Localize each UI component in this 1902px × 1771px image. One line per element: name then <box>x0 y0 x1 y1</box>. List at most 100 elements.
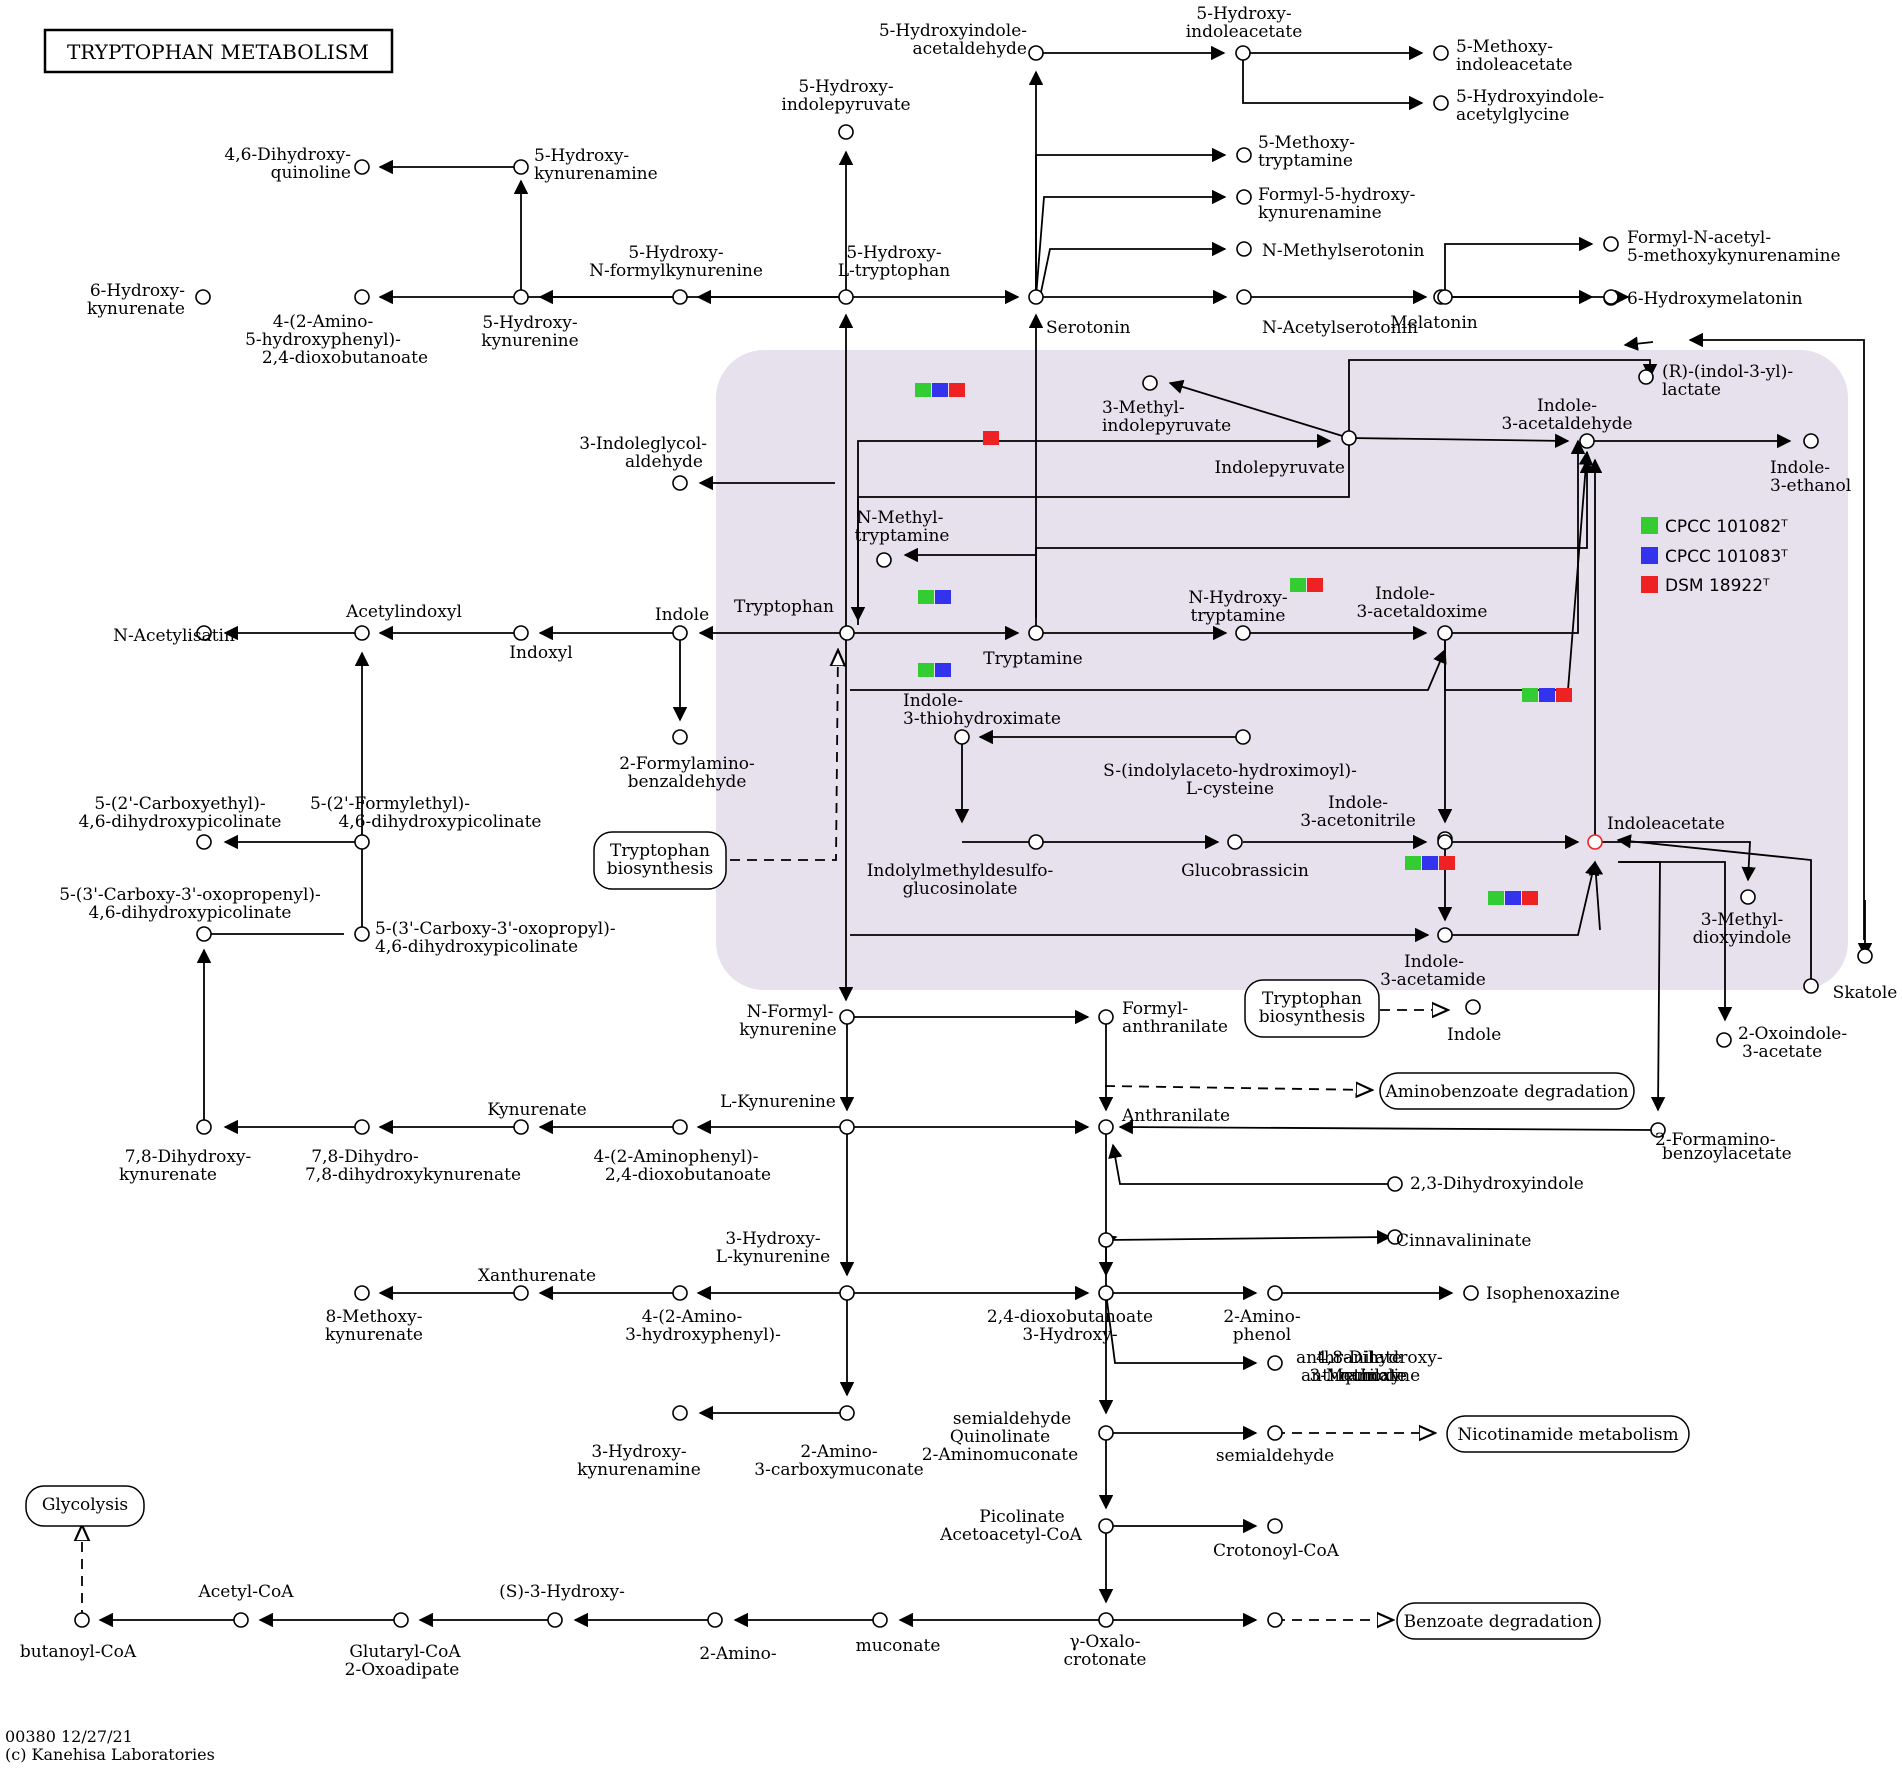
compound-node[interactable] <box>1028 834 1044 850</box>
compound-node[interactable] <box>196 926 212 942</box>
compound-node[interactable] <box>233 1612 249 1628</box>
compound-node[interactable] <box>513 289 529 305</box>
compound-node[interactable] <box>872 1612 888 1628</box>
compound-node[interactable] <box>354 834 370 850</box>
compound-node[interactable] <box>1098 1612 1114 1628</box>
compound-node[interactable] <box>547 1612 563 1628</box>
compound-node[interactable] <box>1638 369 1654 385</box>
compound-node[interactable] <box>839 1009 855 1025</box>
compound-node[interactable] <box>354 1119 370 1135</box>
compound-node[interactable] <box>1437 834 1453 850</box>
compound-node[interactable] <box>1803 978 1819 994</box>
reaction-arrow <box>1242 53 1424 111</box>
compound-node[interactable] <box>1028 45 1044 61</box>
pathway-map-link-box[interactable] <box>1379 1072 1635 1110</box>
compound-node[interactable] <box>839 1405 855 1421</box>
compound-node[interactable] <box>74 1612 90 1628</box>
compound-node[interactable] <box>1603 236 1619 252</box>
compound-node[interactable] <box>354 1285 370 1301</box>
compound-node[interactable] <box>196 834 212 850</box>
compound-node[interactable] <box>354 926 370 942</box>
pathway-map-link-box[interactable] <box>1244 979 1380 1038</box>
compound-node[interactable] <box>1587 834 1603 850</box>
pathway-map-link[interactable]: Glycolysis <box>25 1485 145 1527</box>
compound-node[interactable] <box>839 1119 855 1135</box>
compound-node[interactable] <box>1433 95 1449 111</box>
compound-node[interactable] <box>513 159 529 175</box>
compound-node[interactable] <box>1716 1032 1732 1048</box>
compound-node[interactable] <box>672 475 688 491</box>
compound-node[interactable] <box>954 729 970 745</box>
pathway-map-link-box[interactable] <box>1396 1602 1601 1640</box>
compound-node[interactable] <box>672 1405 688 1421</box>
compound-node[interactable] <box>672 1119 688 1135</box>
compound-node[interactable] <box>838 289 854 305</box>
compound-node[interactable] <box>1803 433 1819 449</box>
compound-node[interactable] <box>1603 289 1619 305</box>
compound-node[interactable] <box>513 1119 529 1135</box>
compound-node[interactable] <box>1098 1425 1114 1441</box>
compound-node[interactable] <box>1740 889 1756 905</box>
compound-node[interactable] <box>839 625 855 641</box>
pathway-map-link[interactable]: Aminobenzoate degradation <box>1379 1072 1635 1110</box>
compound-node[interactable] <box>1236 241 1252 257</box>
compound-nodes <box>74 45 1873 1628</box>
compound-node[interactable] <box>1267 1425 1283 1441</box>
compound-node[interactable] <box>1235 625 1251 641</box>
compound-node[interactable] <box>1650 1122 1666 1138</box>
compound-node[interactable] <box>1465 999 1481 1015</box>
compound-node[interactable] <box>393 1612 409 1628</box>
compound-node[interactable] <box>195 289 211 305</box>
compound-node[interactable] <box>196 1119 212 1135</box>
compound-node[interactable] <box>1267 1285 1283 1301</box>
compound-node[interactable] <box>1235 45 1251 61</box>
compound-node[interactable] <box>1433 45 1449 61</box>
compound-node[interactable] <box>1098 1119 1114 1135</box>
compound-node[interactable] <box>1463 1285 1479 1301</box>
compound-node[interactable] <box>1028 289 1044 305</box>
compound-node[interactable] <box>1437 927 1453 943</box>
compound-node[interactable] <box>1028 625 1044 641</box>
compound-node[interactable] <box>196 625 212 641</box>
compound-node[interactable] <box>1387 1176 1403 1192</box>
pathway-map-link-box[interactable] <box>593 831 727 890</box>
compound-node[interactable] <box>1227 834 1243 850</box>
compound-node[interactable] <box>1098 1518 1114 1534</box>
compound-node[interactable] <box>1235 729 1251 745</box>
compound-node[interactable] <box>513 625 529 641</box>
compound-node[interactable] <box>1341 430 1357 446</box>
compound-node[interactable] <box>1387 1229 1403 1245</box>
compound-node[interactable] <box>354 159 370 175</box>
compound-node[interactable] <box>1236 289 1252 305</box>
compound-node[interactable] <box>672 625 688 641</box>
compound-node[interactable] <box>513 1285 529 1301</box>
pathway-map-link[interactable]: Nicotinamide metabolism <box>1446 1415 1690 1453</box>
compound-node[interactable] <box>1236 147 1252 163</box>
compound-node[interactable] <box>1098 1232 1114 1248</box>
compound-node[interactable] <box>1437 289 1453 305</box>
compound-node[interactable] <box>876 552 892 568</box>
compound-node[interactable] <box>672 1285 688 1301</box>
compound-node[interactable] <box>839 1285 855 1301</box>
compound-node[interactable] <box>707 1612 723 1628</box>
pathway-map-link[interactable]: Benzoate degradation <box>1396 1602 1601 1640</box>
compound-node[interactable] <box>838 124 854 140</box>
compound-node[interactable] <box>1236 189 1252 205</box>
compound-node[interactable] <box>1142 375 1158 391</box>
compound-node[interactable] <box>354 625 370 641</box>
compound-node[interactable] <box>1437 625 1453 641</box>
compound-node[interactable] <box>354 289 370 305</box>
compound-node[interactable] <box>1579 433 1595 449</box>
compound-node[interactable] <box>1267 1518 1283 1534</box>
compound-node[interactable] <box>1267 1355 1283 1371</box>
pathway-map-link-box[interactable] <box>25 1485 145 1527</box>
compound-node[interactable] <box>1857 948 1873 964</box>
compound-node[interactable] <box>672 729 688 745</box>
pathway-map-link-box[interactable] <box>1446 1415 1690 1453</box>
compound-node[interactable] <box>1267 1612 1283 1628</box>
compound-node[interactable] <box>672 289 688 305</box>
compound-node[interactable] <box>1098 1009 1114 1025</box>
compound-node[interactable] <box>1098 1285 1114 1301</box>
